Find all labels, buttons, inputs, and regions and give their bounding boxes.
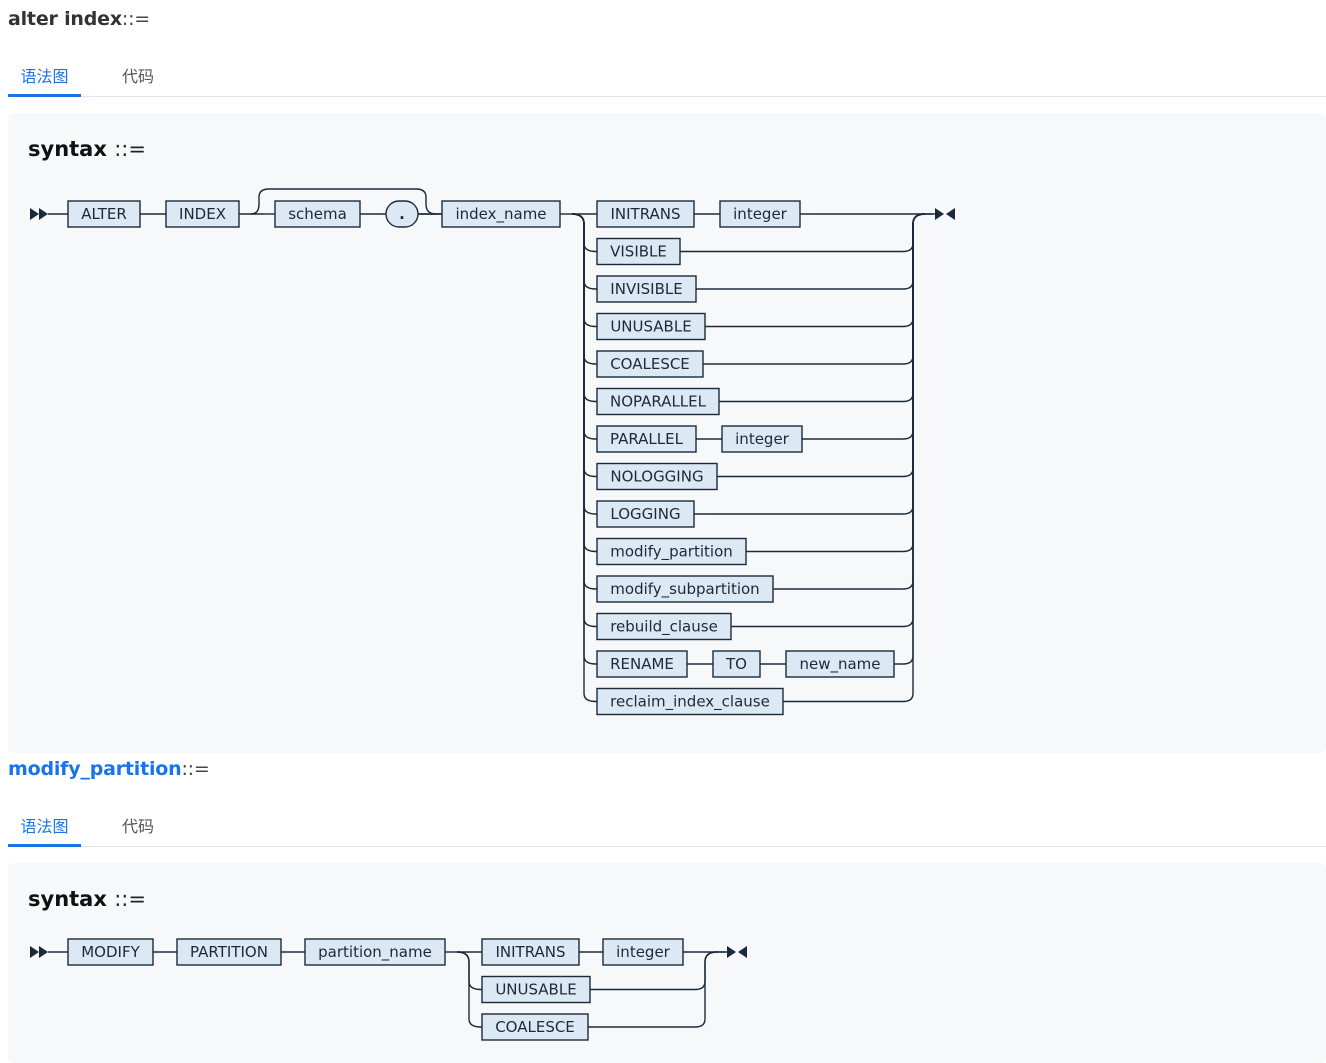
keyword-box xyxy=(596,237,681,266)
modify-partition-link[interactable]: modify_partition xyxy=(8,758,182,780)
keyword-box xyxy=(785,650,895,678)
keyword-box xyxy=(596,275,697,303)
syntax-heading: syntax ::= xyxy=(28,887,146,911)
keyword-box xyxy=(719,200,801,228)
keyword-label: integer xyxy=(616,943,671,961)
keyword-label: . xyxy=(399,205,405,223)
tab-code[interactable]: 代码 xyxy=(121,67,154,86)
keyword-label: UNUSABLE xyxy=(495,981,576,999)
keyword-label: integer xyxy=(733,205,788,223)
keyword-label: LOGGING xyxy=(610,505,680,523)
keyword-box xyxy=(596,350,704,378)
keyword-box xyxy=(596,425,697,453)
keyword-label: INITRANS xyxy=(610,205,680,223)
keyword-label: INITRANS xyxy=(495,943,565,961)
keyword-label: rebuild_clause xyxy=(610,618,718,637)
keyword-label: MODIFY xyxy=(81,943,140,961)
tab-code[interactable]: 代码 xyxy=(121,817,154,836)
keyword-label: COALESCE xyxy=(495,1018,575,1036)
keyword-label: RENAME xyxy=(610,655,674,673)
keyword-box xyxy=(274,200,361,228)
keyword-box xyxy=(596,575,774,603)
tab-bar: 语法图 代码 xyxy=(8,60,1326,97)
keyword-label: NOPARALLEL xyxy=(610,393,707,411)
end-arrow-icon xyxy=(946,208,955,220)
start-arrow-icon xyxy=(30,208,39,220)
section-title-text: alter index xyxy=(8,8,122,30)
keyword-box xyxy=(481,1013,589,1041)
keyword-box xyxy=(481,975,591,1004)
end-arrow-icon xyxy=(727,946,736,958)
keyword-label: index_name xyxy=(455,205,546,224)
keyword-label: PARTITION xyxy=(190,943,268,961)
keyword-label: COALESCE xyxy=(610,355,690,373)
railroad-diagram-alter-index: ALTER INDEX schema. index_name INITRANS integ… xyxy=(30,188,955,716)
connector-line xyxy=(588,951,718,1028)
keyword-label: TO xyxy=(725,655,747,673)
keyword-label: partition_name xyxy=(318,943,432,962)
start-arrow-icon xyxy=(39,946,48,958)
syntax-label: syntax xyxy=(28,137,107,161)
section-title-suffix: ::= xyxy=(181,758,210,780)
connector-line xyxy=(731,213,926,628)
syntax-assign: ::= xyxy=(114,887,146,911)
end-arrow-icon xyxy=(935,208,944,220)
keyword-box xyxy=(596,387,720,416)
keyword-box xyxy=(165,200,240,228)
section-title-suffix: ::= xyxy=(121,8,150,30)
keyword-label: VISIBLE xyxy=(610,243,667,261)
connector-line xyxy=(250,188,437,215)
keyword-label: NOLOGGING xyxy=(610,468,703,486)
section-title-modify-partition: modify_partition::= xyxy=(8,758,210,780)
keyword-box xyxy=(596,200,695,228)
tab-syntax-diagram[interactable]: 语法图 xyxy=(8,810,81,847)
start-arrow-icon xyxy=(30,946,39,958)
railroad-diagram-modify-partition: MODIFY PARTITION partition_name INITRANS int… xyxy=(30,938,747,1041)
keyword-box xyxy=(67,938,154,966)
connector-line xyxy=(719,213,926,403)
connector-line xyxy=(571,213,597,703)
connector-line xyxy=(783,213,926,703)
syntax-label: syntax xyxy=(28,887,107,911)
keyword-label: new_name xyxy=(799,655,880,674)
keyword-label: reclaim_index_clause xyxy=(610,693,770,712)
connector-line xyxy=(456,951,482,1028)
connector-line xyxy=(680,213,926,253)
keyword-label: PARALLEL xyxy=(610,430,684,448)
keyword-box xyxy=(721,425,803,453)
start-arrow-icon xyxy=(39,208,48,220)
keyword-label: integer xyxy=(735,430,790,448)
keyword-label: modify_subpartition xyxy=(610,580,759,599)
keyword-label: ALTER xyxy=(81,205,127,223)
keyword-label: UNUSABLE xyxy=(610,318,691,336)
connector-line xyxy=(746,213,926,553)
tab-bar: 语法图 代码 xyxy=(8,810,1326,847)
keyword-box xyxy=(304,938,446,966)
keyword-box xyxy=(67,200,141,228)
syntax-heading: syntax ::= xyxy=(28,137,146,161)
keyword-label: INDEX xyxy=(179,205,226,223)
section-title-alter-index: alter index::= xyxy=(8,8,150,30)
keyword-box xyxy=(602,938,684,966)
end-arrow-icon xyxy=(738,946,747,958)
keyword-box xyxy=(596,612,732,641)
connector-line xyxy=(705,213,926,328)
keyword-label: INVISIBLE xyxy=(610,280,682,298)
syntax-assign: ::= xyxy=(114,137,146,161)
keyword-box xyxy=(596,650,688,678)
keyword-label: schema xyxy=(288,205,347,223)
keyword-label: modify_partition xyxy=(610,543,733,562)
tab-syntax-diagram[interactable]: 语法图 xyxy=(8,60,81,97)
syntax-panel: syntax ::= MODIFY PARTITION partition_name… xyxy=(8,863,1326,1063)
keyword-box xyxy=(176,938,282,966)
